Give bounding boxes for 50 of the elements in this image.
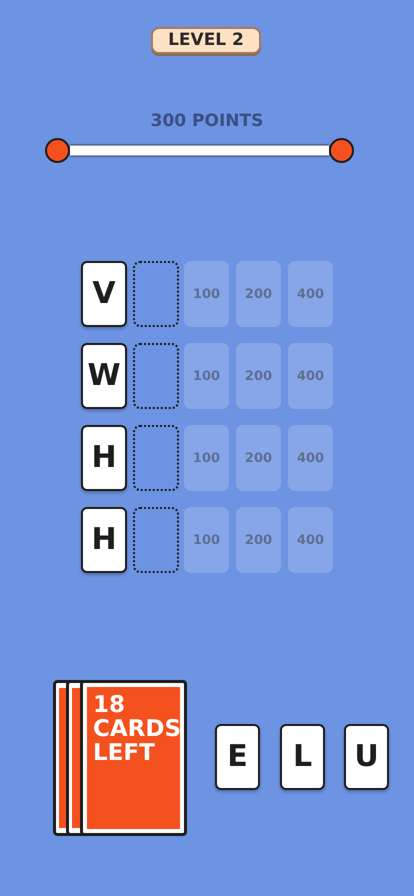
letter-card [344,724,389,790]
level-badge [151,27,261,54]
card-letter: L [292,742,312,772]
points-value: 200 [244,452,272,464]
points-tile [184,425,229,491]
points-value: 200 [244,534,272,546]
points-value: 400 [296,288,324,300]
points-value: 200 [244,370,272,382]
points-tile [236,425,281,491]
letter-card [81,261,127,327]
card-letter: V [92,279,116,309]
empty-card-slot [133,343,179,409]
progress-end-marker [45,138,70,163]
empty-card-slot [133,261,179,327]
letter-card [280,724,325,790]
level-label: LEVEL 2 [168,32,244,49]
letter-card [215,724,260,790]
points-tile [184,343,229,409]
progress-bar [70,146,329,156]
points-value: 200 [244,288,272,300]
letter-card [81,507,127,573]
points-tile [288,261,333,327]
points-value: 400 [296,370,324,382]
empty-card-slot [133,425,179,491]
letter-card [81,425,127,491]
points-tile [184,261,229,327]
points-tile [236,261,281,327]
points-label: 300 POINTS [150,111,264,131]
card-letter: E [227,742,248,772]
card-letter: H [91,443,117,473]
points-tile [288,343,333,409]
points-value: 400 [296,534,324,546]
card-letter: W [87,361,121,391]
card-letter: U [354,742,379,772]
cards-left-count: 18 CARDS LEFT [93,693,182,766]
progress-end-marker [329,138,354,163]
points-tile [236,343,281,409]
points-value: 100 [192,370,220,382]
points-tile [236,507,281,573]
points-tile [184,507,229,573]
empty-card-slot [133,507,179,573]
points-tile [288,425,333,491]
letter-card [81,343,127,409]
points-value: 100 [192,288,220,300]
points-value: 100 [192,452,220,464]
deck-card [80,680,187,836]
points-value: 400 [296,452,324,464]
points-tile [288,507,333,573]
card-letter: H [91,525,117,555]
points-value: 100 [192,534,220,546]
